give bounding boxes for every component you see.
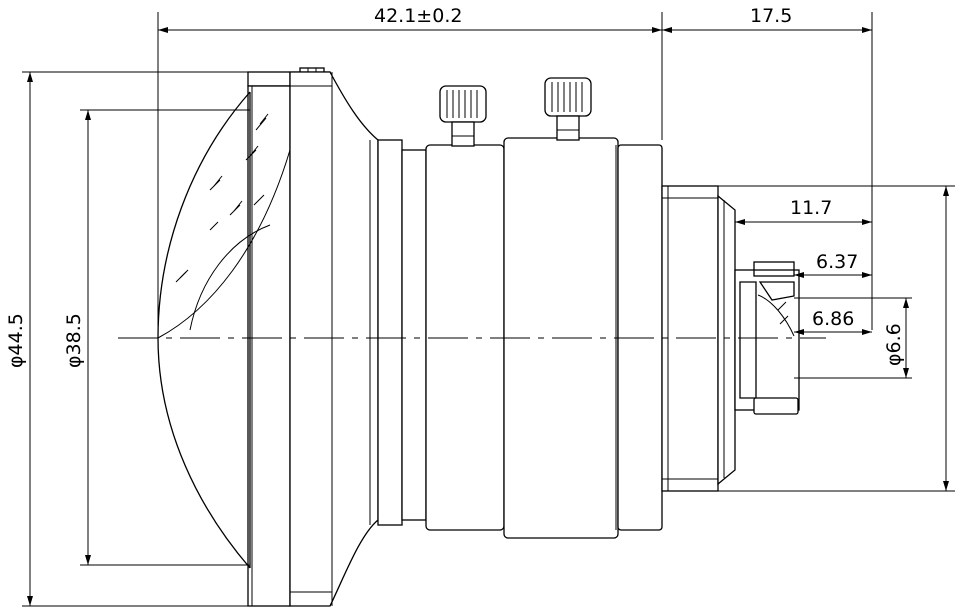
retaining-ring bbox=[247, 71, 291, 87]
locking-screw-1 bbox=[439, 85, 487, 147]
front-barrel-ring bbox=[247, 85, 291, 607]
dim-flange-rear: 11.7 bbox=[790, 197, 832, 219]
dim-back-focal: 17.5 bbox=[750, 5, 792, 27]
focus-ring bbox=[401, 149, 427, 521]
front-lens-group bbox=[157, 67, 386, 607]
dim-rear-diameter: φ6.6 bbox=[883, 323, 905, 366]
locking-screw-2 bbox=[544, 77, 592, 141]
rear-lens-element bbox=[757, 294, 795, 337]
front-housing bbox=[289, 71, 379, 607]
dim-front-lens-diameter: φ38.5 bbox=[63, 313, 85, 368]
glass-marks bbox=[175, 113, 269, 283]
dim-rear-offset-2: 6.86 bbox=[812, 308, 854, 330]
dimension-lines bbox=[22, 12, 955, 607]
dim-rear-offset-1: 6.37 bbox=[816, 251, 858, 273]
dim-overall-length: 42.1±0.2 bbox=[374, 5, 462, 27]
dim-outer-diameter: φ44.5 bbox=[5, 313, 27, 368]
